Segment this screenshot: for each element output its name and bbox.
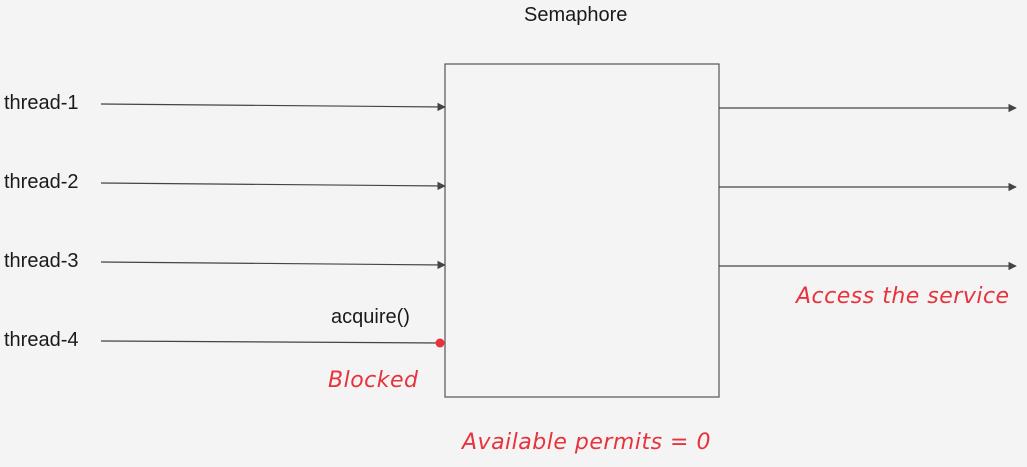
thread-1-arrow xyxy=(100,102,446,112)
thread-3-arrow xyxy=(100,260,446,270)
thread-4-line xyxy=(100,340,441,344)
semaphore-box xyxy=(444,63,720,398)
acquire-call-label: acquire() xyxy=(331,306,410,328)
thread-2-label: thread-2 xyxy=(4,171,79,193)
thread-4-label: thread-4 xyxy=(4,329,79,351)
thread-3-label: thread-3 xyxy=(4,250,79,272)
semaphore-title: Semaphore xyxy=(524,4,628,26)
thread-1-label: thread-1 xyxy=(4,92,79,114)
access-service-annotation: Access the service xyxy=(796,284,1010,309)
thread-2-arrow xyxy=(100,181,446,191)
available-permits-annotation: Available permits = 0 xyxy=(462,430,711,455)
blocked-dot xyxy=(435,338,445,348)
blocked-annotation: Blocked xyxy=(328,368,419,393)
